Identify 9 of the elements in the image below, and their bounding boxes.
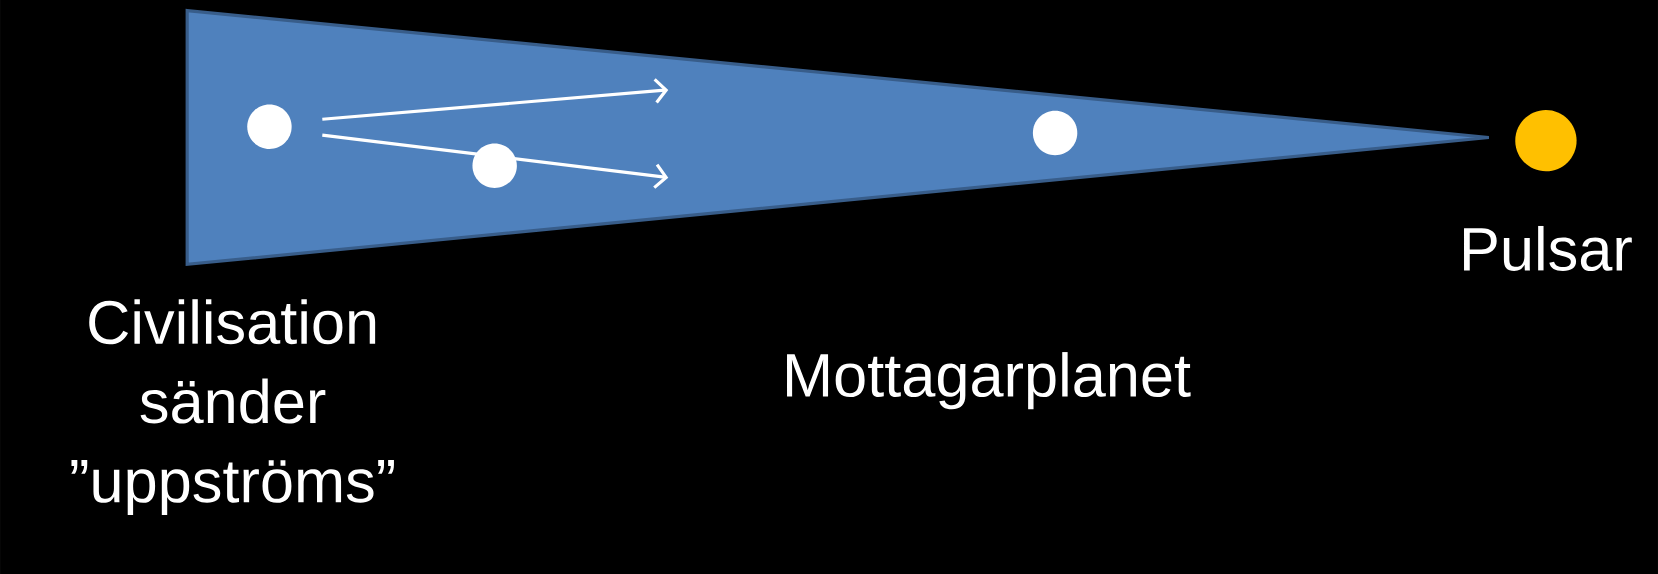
label: Civilisation sänder ”uppströms” bbox=[71, 299, 394, 515]
dot bbox=[1032, 110, 1078, 156]
label: Pulsar bbox=[1464, 225, 1632, 271]
arrow bbox=[322, 133, 669, 189]
dot bbox=[1515, 109, 1577, 172]
dot bbox=[472, 143, 517, 188]
label: Mottagarplanet bbox=[787, 352, 1191, 410]
arrow bbox=[322, 78, 669, 121]
dot bbox=[247, 104, 292, 149]
